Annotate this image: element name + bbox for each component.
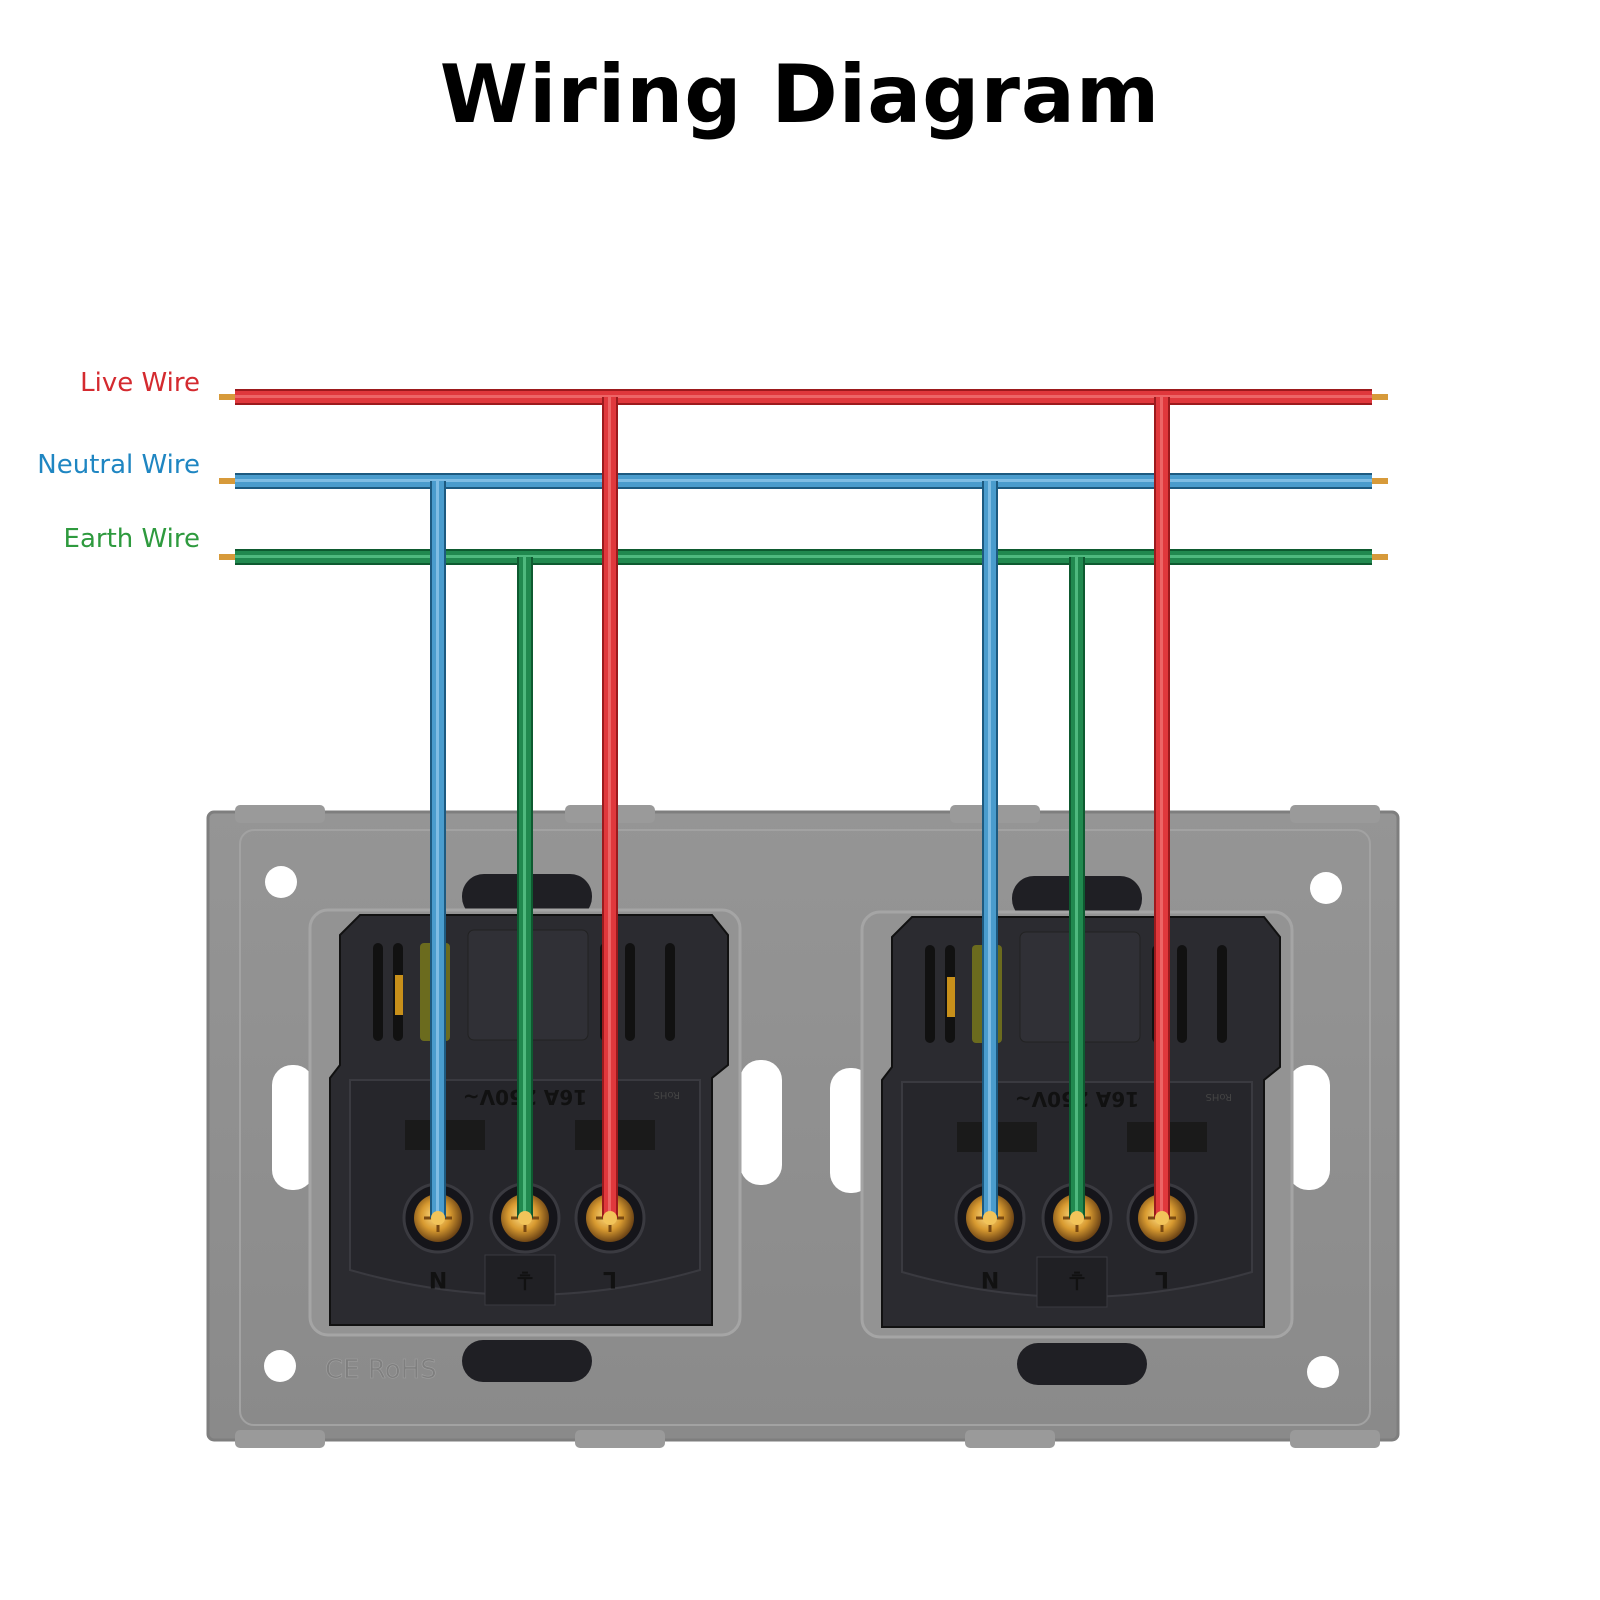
mounting-hole	[1310, 872, 1342, 904]
terminal-label: ⏚	[514, 1266, 536, 1291]
terminal-label: L	[1155, 1266, 1169, 1291]
wire-terminal-tip	[1070, 1211, 1084, 1225]
terminal-label: N	[429, 1266, 447, 1291]
wires	[219, 389, 1388, 1225]
terminal-label: L	[603, 1266, 617, 1291]
neutral-wire-label: Neutral Wire	[37, 450, 200, 480]
wire-terminal-tip	[983, 1211, 997, 1225]
terminal-label: N	[981, 1266, 999, 1291]
earth-drop-wire	[517, 557, 533, 1218]
mounting-hole	[265, 866, 297, 898]
copper-end	[219, 394, 237, 400]
wire-terminal-tip	[1155, 1211, 1169, 1225]
neutral-bus-wire	[219, 473, 1388, 489]
earth-drop-wire	[1069, 557, 1085, 1218]
svg-text:RoHS: RoHS	[654, 1089, 680, 1100]
copper-end	[1370, 554, 1388, 560]
mounting-hole	[1307, 1356, 1339, 1388]
live-drop-wire	[602, 397, 618, 1218]
neutral-drop-wire	[982, 481, 998, 1218]
earth-bus-wire	[219, 549, 1388, 565]
wire-terminal-tip	[518, 1211, 532, 1225]
live-wire-label: Live Wire	[80, 368, 200, 398]
copper-end	[219, 554, 237, 560]
neutral-drop-wire	[430, 481, 446, 1218]
diagram-title: Wiring Diagram	[439, 48, 1161, 141]
earth-wire-label: Earth Wire	[63, 524, 200, 554]
mounting-hole	[264, 1350, 296, 1382]
wire-terminal-tip	[603, 1211, 617, 1225]
mounting-slot	[1288, 1065, 1330, 1190]
live-drop-wire	[1154, 397, 1170, 1218]
copper-end	[219, 478, 237, 484]
mounting-slot	[272, 1065, 314, 1190]
plate-marking: CE RoHS	[325, 1355, 437, 1385]
copper-end	[1370, 478, 1388, 484]
copper-end	[1370, 394, 1388, 400]
svg-text:RoHS: RoHS	[1206, 1091, 1232, 1102]
wire-terminal-tip	[431, 1211, 445, 1225]
mounting-slot	[740, 1060, 782, 1185]
terminal-label: ⏚	[1066, 1266, 1088, 1291]
live-bus-wire	[219, 389, 1388, 405]
